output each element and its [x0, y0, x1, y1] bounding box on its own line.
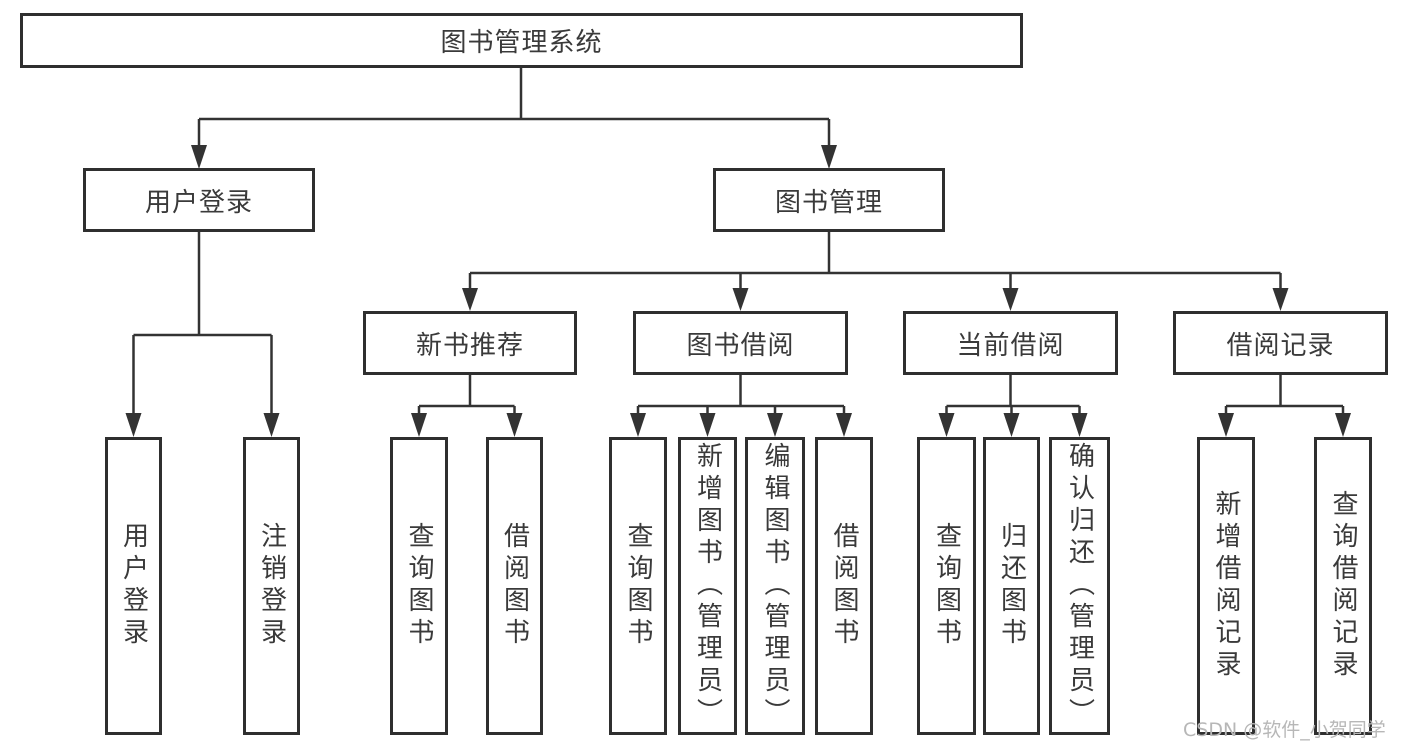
leaf-query-borrow-record: 查询借阅记录 [1314, 437, 1372, 735]
leaf-confirm-return-admin: 确认归还（管理员） [1049, 437, 1110, 735]
leaf-borrow-books-recommend: 借阅图书 [486, 437, 543, 735]
arrowheads [125, 145, 1351, 437]
leaf-label: 新增图书（管理员） [692, 442, 723, 730]
leaf-logout: 注销登录 [243, 437, 300, 735]
leaf-label: 查询图书 [931, 522, 962, 650]
leaf-label: 借阅图书 [499, 522, 530, 650]
leaf-label: 查询图书 [623, 522, 653, 650]
leaf-label: 用户登录 [118, 522, 149, 650]
leaf-edit-books-admin: 编辑图书（管理员） [745, 437, 805, 735]
node-current-borrow: 当前借阅 [903, 311, 1118, 375]
watermark: CSDN @软件_小贺同学 [1183, 719, 1386, 741]
node-book-management: 图书管理 [713, 168, 945, 232]
node-book-borrow: 图书借阅 [633, 311, 848, 375]
node-borrow-records: 借阅记录 [1173, 311, 1388, 375]
leaf-label: 归还图书 [996, 522, 1027, 650]
leaf-label: 注销登录 [256, 522, 287, 650]
leaf-label: 查询图书 [404, 522, 434, 650]
node-library-system: 图书管理系统 [20, 13, 1023, 68]
leaf-query-books-current: 查询图书 [917, 437, 976, 735]
leaf-label: 借阅图书 [829, 522, 859, 650]
leaf-add-borrow-record: 新增借阅记录 [1197, 437, 1255, 735]
node-new-book-recommend: 新书推荐 [363, 311, 577, 375]
leaf-add-books-admin: 新增图书（管理员） [678, 437, 737, 735]
leaf-query-books-recommend: 查询图书 [390, 437, 448, 735]
leaf-user-login: 用户登录 [105, 437, 162, 735]
leaf-query-books-borrow: 查询图书 [609, 437, 667, 735]
leaf-label: 编辑图书（管理员） [760, 442, 790, 730]
leaf-borrow-books: 借阅图书 [815, 437, 873, 735]
leaf-label: 查询借阅记录 [1328, 490, 1358, 682]
leaf-label: 确认归还（管理员） [1064, 442, 1095, 730]
leaf-return-books: 归还图书 [983, 437, 1040, 735]
leaf-label: 新增借阅记录 [1211, 490, 1241, 682]
node-user-login: 用户登录 [83, 168, 315, 232]
